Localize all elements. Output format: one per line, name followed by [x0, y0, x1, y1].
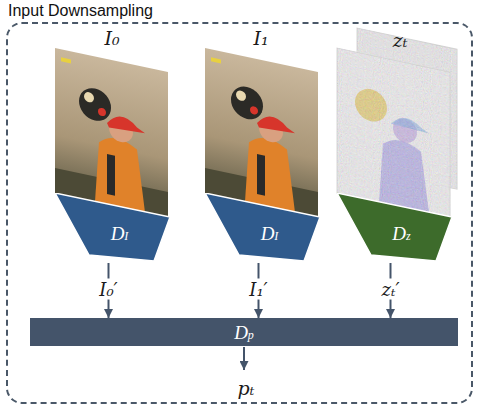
photo-shirt	[95, 134, 145, 212]
photo-ground	[205, 48, 318, 217]
block-symbol: Dz	[392, 223, 410, 245]
photo-cap	[257, 114, 295, 136]
trapezoid-fill	[205, 193, 320, 261]
photo-ball-patch	[84, 91, 94, 103]
noise-ground	[337, 48, 450, 217]
photo-ball	[231, 84, 263, 123]
block-symbol: DI	[111, 223, 129, 245]
symbol-label: pₜ	[238, 377, 255, 399]
photo-ball-patch	[250, 106, 258, 116]
photo-stripe	[107, 154, 115, 196]
photo-frame	[55, 48, 168, 217]
symbol-label: I₀	[104, 27, 119, 49]
photo-ball	[79, 85, 111, 124]
edge-label: I₁′	[247, 278, 269, 299]
photo-logo	[211, 57, 221, 63]
noise-frame-front	[337, 48, 450, 217]
predictor-bar: Dp	[30, 318, 458, 346]
group-title: Input Downsampling	[6, 2, 155, 20]
photo-shirt	[245, 134, 295, 212]
symbol-label: zₜ	[393, 29, 408, 51]
edge-label: I₀′	[97, 278, 119, 299]
photo-frame	[205, 48, 318, 217]
output-arrow	[243, 347, 245, 370]
downsampler-block: Dz	[337, 193, 452, 263]
photo-logo	[61, 57, 71, 63]
photo-ball-patch	[236, 90, 246, 102]
noise-texture	[337, 48, 450, 217]
photo-cap	[107, 114, 145, 136]
block-symbol-holder: DI	[219, 223, 320, 245]
block-symbol-holder: DI	[69, 223, 170, 245]
block-symbol-holder: Dz	[351, 223, 452, 245]
trapezoid-fill	[55, 193, 170, 261]
edge-label: zₜ′	[379, 278, 401, 299]
downsampler-block: DI	[205, 193, 320, 263]
symbol-label: I₁	[253, 27, 268, 49]
block-symbol: Dp	[234, 322, 254, 344]
photo-ground	[55, 48, 168, 217]
photo-stripe	[257, 154, 265, 196]
downsampler-block: DI	[55, 193, 170, 263]
dashed-group-frame: Input DownsamplingDIDIDzDp	[6, 22, 473, 404]
trapezoid-fill	[337, 193, 452, 261]
block-symbol: DI	[261, 223, 279, 245]
photo-ball-patch	[98, 107, 106, 117]
